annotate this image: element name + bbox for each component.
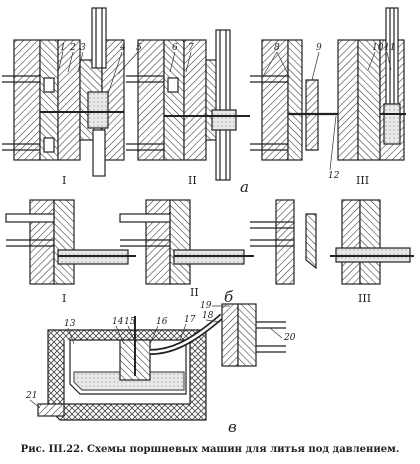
row-a-stage-1: I bbox=[62, 174, 66, 187]
label-9: 9 bbox=[316, 43, 322, 53]
label-16: 16 bbox=[156, 317, 168, 327]
label-19: 19 bbox=[200, 301, 212, 311]
figure-caption: Рис. III.22. Схемы поршневых машин для л… bbox=[20, 444, 400, 455]
label-20: 20 bbox=[283, 333, 296, 343]
row-c-letter: в bbox=[228, 418, 237, 436]
label-10: 10 bbox=[372, 43, 384, 53]
label-21: 21 bbox=[25, 391, 37, 401]
stage-b3 bbox=[330, 199, 414, 285]
tap-hole bbox=[37, 403, 65, 417]
die-moving bbox=[237, 303, 257, 367]
label-7: 7 bbox=[188, 43, 194, 53]
die-fixed bbox=[221, 303, 239, 367]
label-8: 8 bbox=[274, 43, 280, 53]
stage-b1 bbox=[5, 199, 136, 285]
row-a-letter: а bbox=[240, 178, 249, 196]
stage-a2 bbox=[126, 29, 250, 181]
row-c-part-numbers: 13 14 15 16 17 18 19 20 21 bbox=[25, 301, 296, 409]
label-13: 13 bbox=[64, 319, 76, 329]
row-a-stage-2: II bbox=[188, 174, 197, 187]
label-2: 2 bbox=[69, 43, 76, 53]
row-b-stage-2: II bbox=[190, 286, 199, 299]
label-11: 11 bbox=[384, 43, 395, 53]
label-6: 6 bbox=[172, 43, 178, 53]
label-5: 5 bbox=[136, 43, 142, 53]
label-4: 4 bbox=[119, 43, 126, 53]
stage-b-opened bbox=[250, 199, 317, 285]
row-b-letter: б bbox=[224, 288, 234, 306]
row-b-stage-3: III bbox=[358, 292, 371, 305]
label-18: 18 bbox=[202, 311, 214, 321]
stage-b2 bbox=[119, 199, 254, 285]
label-17: 17 bbox=[184, 315, 196, 325]
stage-a-opened bbox=[250, 39, 380, 161]
row-b-stage-1: I bbox=[62, 292, 66, 305]
row-b-diagram bbox=[5, 199, 414, 285]
row-a-part-numbers: 1 2 3 4 5 6 7 8 9 10 11 12 bbox=[57, 43, 395, 181]
label-1: 1 bbox=[60, 43, 66, 53]
row-a-diagram bbox=[2, 7, 406, 181]
label-15: 15 bbox=[124, 317, 136, 327]
label-3: 3 bbox=[80, 43, 86, 53]
row-c-diagram bbox=[37, 303, 286, 421]
melt bbox=[73, 371, 185, 391]
stage-a3 bbox=[337, 7, 406, 161]
stage-a1 bbox=[2, 7, 125, 177]
label-12: 12 bbox=[328, 171, 340, 181]
row-a-stage-3: III bbox=[356, 174, 369, 187]
label-14: 14 bbox=[112, 317, 124, 327]
